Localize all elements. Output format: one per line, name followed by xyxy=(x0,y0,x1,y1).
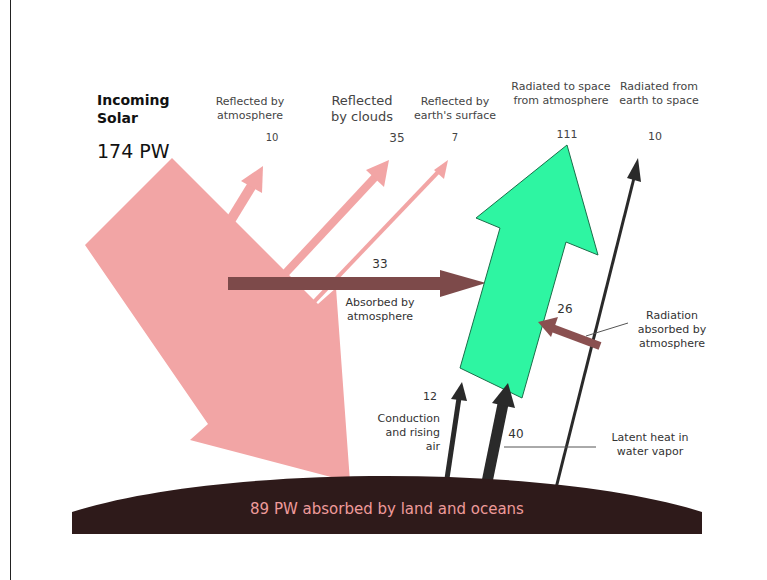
earth-shape xyxy=(72,462,702,534)
earth-fill xyxy=(72,476,702,534)
absorbed-arrow xyxy=(228,277,443,290)
leader-line xyxy=(504,447,596,448)
arrow-head xyxy=(538,317,558,337)
flow-value: 111 xyxy=(547,128,587,142)
flow-label: Conduction and rising air xyxy=(368,412,440,453)
flow-value: 35 xyxy=(382,131,412,146)
flow-label: Reflected by clouds xyxy=(322,93,402,126)
total-value: 174 PW xyxy=(97,140,207,164)
earth-label: 89 PW absorbed by land and oceans xyxy=(72,500,702,518)
leader-line xyxy=(586,323,628,336)
radiated-atmosphere-arrow xyxy=(460,145,598,398)
flow-label: Absorbed by atmosphere xyxy=(332,296,428,324)
flow-label: Reflected by atmosphere xyxy=(205,95,295,123)
arrow-head xyxy=(434,160,448,179)
arrow-head xyxy=(440,270,486,297)
frame-line xyxy=(10,0,11,580)
arrow-head xyxy=(451,382,467,401)
flow-label: Radiation absorbed by atmosphere xyxy=(636,309,708,350)
earth-surface: 89 PW absorbed by land and oceans xyxy=(72,462,702,534)
flow-value: 7 xyxy=(445,132,465,145)
arrow-head xyxy=(366,160,389,187)
flow-value: 40 xyxy=(501,427,531,442)
flow-label: Radiated to space from atmosphere xyxy=(511,80,611,108)
radiation-absorbed-arrow xyxy=(552,328,600,346)
arrow-head xyxy=(627,158,641,182)
flow-label: Latent heat in water vapor xyxy=(600,431,700,459)
arrow-head xyxy=(492,383,515,408)
flow-value: 10 xyxy=(257,132,287,145)
latent-heat-arrow xyxy=(485,404,503,492)
flow-value: 26 xyxy=(550,302,580,317)
title-label: Incoming Solar xyxy=(97,92,187,127)
flow-value: 33 xyxy=(365,257,395,272)
flow-value: 10 xyxy=(640,130,670,144)
incoming-solar-arrow xyxy=(85,158,350,482)
flow-label: Reflected by earth's surface xyxy=(413,95,497,123)
arrow-head xyxy=(241,166,263,193)
flow-label: Radiated from earth to space xyxy=(617,80,701,108)
flow-value: 12 xyxy=(415,390,445,404)
